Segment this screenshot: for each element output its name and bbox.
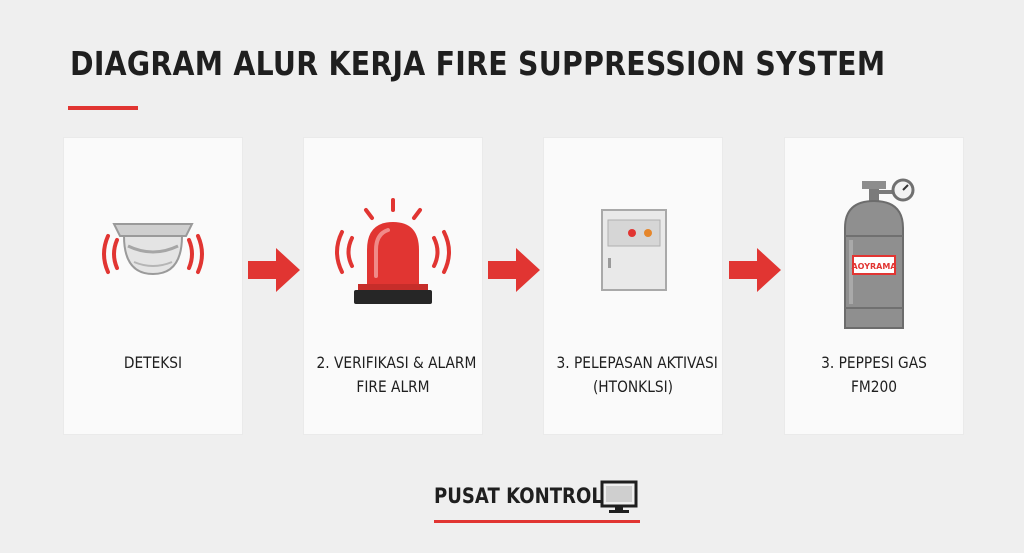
step-label-line-1: DETEKSI <box>123 353 183 372</box>
cylinder-label: AOYRAMA <box>851 262 897 271</box>
step-label-line-2: FIRE ALRM <box>356 377 430 396</box>
gas-cylinder-icon: AOYRAMA <box>844 178 915 329</box>
step-card-detection: DETEKSI <box>64 138 242 434</box>
step-card-gas-release: AOYRAMA 3. PEPPESI GAS FM200 <box>785 138 963 434</box>
computer-monitor-icon <box>600 480 638 513</box>
step-label-line-1: 3. PELEPASAN AKTIVASI <box>556 353 718 372</box>
control-panel-icon <box>601 209 667 291</box>
step-label-line-1: 3. PEPPESI GAS <box>821 353 927 372</box>
arrow-right-icon <box>248 248 300 292</box>
step-label-line-2: FM200 <box>850 377 898 396</box>
alarm-beacon-icon <box>335 198 451 304</box>
step-card-alarm: 2. VERIFIKASI & ALARM FIRE ALRM <box>304 138 482 434</box>
smoke-detector-icon <box>102 223 204 276</box>
page-title: DIAGRAM ALUR KERJA FIRE SUPPRESSION SYST… <box>70 44 886 83</box>
footer-underline <box>434 520 640 523</box>
title-underline <box>68 106 138 110</box>
control-center-label: PUSAT KONTROL <box>434 484 603 508</box>
arrow-right-icon <box>488 248 540 292</box>
step-label-line-2: (HTONKLSI) <box>592 377 674 396</box>
arrow-right-icon <box>729 248 781 292</box>
step-card-activation: 3. PELEPASAN AKTIVASI (HTONKLSI) <box>544 138 722 434</box>
step-label-line-1: 2. VERIFIKASI & ALARM <box>316 353 477 372</box>
